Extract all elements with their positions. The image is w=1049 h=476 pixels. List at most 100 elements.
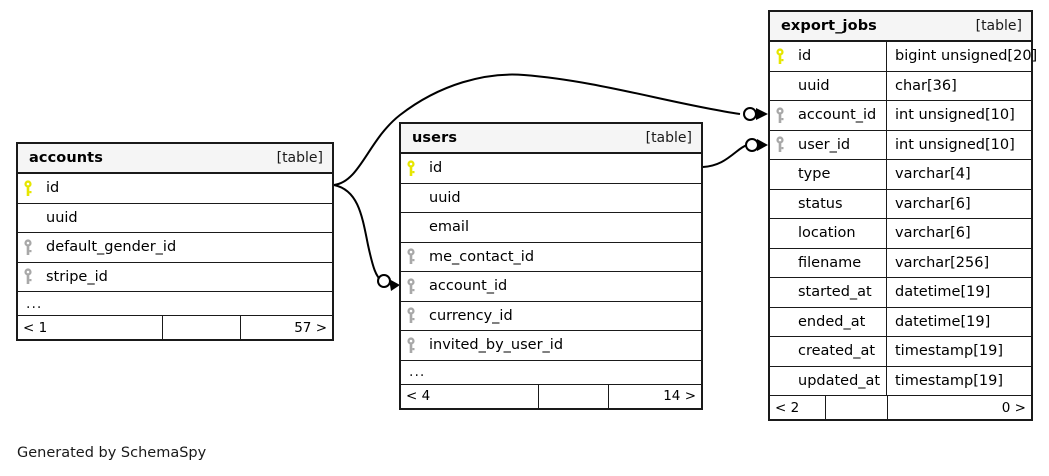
table-row[interactable]: id: [401, 154, 701, 184]
table-accounts[interactable]: accounts [table] id uuid default_gender_…: [16, 142, 334, 341]
column-name: account_id: [798, 107, 877, 124]
column-name: ended_at: [798, 313, 866, 330]
table-row[interactable]: id: [18, 174, 332, 204]
column-name: currency_id: [429, 307, 513, 324]
foreign-key-icon: [401, 272, 421, 301]
edge-endpoint-users-account-id: [377, 274, 400, 291]
outgoing-relationship-count: 57 >: [294, 319, 327, 336]
table-row[interactable]: started_at datetime[19]: [770, 278, 1031, 308]
table-row[interactable]: location varchar[6]: [770, 219, 1031, 249]
table-users-tag: [table]: [645, 130, 692, 146]
foreign-key-icon: [18, 263, 38, 292]
outgoing-relationship-count: 14 >: [663, 388, 696, 404]
footer-middle-cell: [539, 384, 609, 408]
table-users[interactable]: users [table] id uuid email: [399, 122, 703, 410]
foreign-key-icon: [770, 131, 790, 160]
no-key-spacer: [770, 367, 790, 396]
incoming-relationship-count: < 1: [18, 316, 163, 339]
table-row[interactable]: created_at timestamp[19]: [770, 337, 1031, 367]
column-name: id: [429, 160, 443, 177]
table-export-jobs-title: export_jobs: [781, 18, 877, 34]
table-row[interactable]: user_id int unsigned[10]: [770, 130, 1031, 160]
no-key-spacer: [770, 337, 790, 366]
table-row[interactable]: stripe_id: [18, 263, 332, 292]
column-name: uuid: [798, 77, 830, 94]
table-export-jobs[interactable]: export_jobs [table] id bigint unsigned[2…: [768, 10, 1037, 421]
foreign-key-icon: [401, 331, 421, 360]
no-key-spacer: [770, 160, 790, 189]
column-name: created_at: [798, 343, 876, 360]
table-export-jobs-columns: id bigint unsigned[20] uuid char[36] acc…: [770, 42, 1037, 419]
column-name: updated_at: [798, 372, 881, 389]
no-key-spacer: [770, 72, 790, 101]
column-type: varchar[6]: [886, 219, 1031, 248]
column-name: uuid: [46, 209, 78, 226]
column-name: id: [46, 180, 60, 197]
table-accounts-footer: < 1 57 >: [18, 316, 332, 339]
table-users-columns: id uuid email me_contact_id acco: [401, 154, 701, 408]
table-accounts-columns: id uuid default_gender_id stripe_id ...: [18, 174, 332, 339]
foreign-key-icon: [401, 302, 421, 331]
incoming-relationship-count: < 4: [401, 384, 539, 408]
table-accounts-header: accounts [table]: [18, 144, 332, 174]
table-export-jobs-tag: [table]: [975, 18, 1022, 34]
more-columns-indicator: ...: [401, 361, 701, 385]
no-key-spacer: [770, 249, 790, 278]
column-name: invited_by_user_id: [429, 337, 564, 354]
column-name: id: [798, 48, 812, 65]
column-name: started_at: [798, 284, 872, 301]
edge-users-to-export-jobs: [702, 144, 748, 168]
column-name: type: [798, 166, 831, 183]
table-row[interactable]: uuid: [401, 184, 701, 213]
table-row[interactable]: account_id int unsigned[10]: [770, 101, 1031, 131]
table-row[interactable]: status varchar[6]: [770, 189, 1031, 219]
more-columns-indicator: ...: [18, 292, 332, 316]
no-key-spacer: [401, 213, 421, 242]
table-row[interactable]: uuid char[36]: [770, 71, 1031, 101]
no-key-spacer: [18, 204, 38, 233]
table-row[interactable]: currency_id: [401, 302, 701, 331]
column-type: bigint unsigned[20]: [886, 42, 1037, 71]
table-row[interactable]: id bigint unsigned[20]: [770, 42, 1037, 72]
generator-caption: Generated by SchemaSpy: [17, 445, 207, 461]
table-row[interactable]: invited_by_user_id: [401, 331, 701, 361]
table-users-footer: < 4 14 >: [401, 384, 701, 408]
table-row[interactable]: filename varchar[256]: [770, 248, 1031, 278]
column-name: stripe_id: [46, 268, 108, 285]
table-row[interactable]: ended_at datetime[19]: [770, 307, 1031, 337]
column-name: email: [429, 219, 469, 236]
column-type: varchar[4]: [886, 160, 1031, 189]
table-row[interactable]: updated_at timestamp[19]: [770, 366, 1031, 396]
edge-endpoint-export-jobs-account-id: [743, 107, 768, 121]
table-row[interactable]: email: [401, 213, 701, 243]
table-row[interactable]: me_contact_id: [401, 243, 701, 272]
column-type: int unsigned[10]: [886, 130, 1031, 159]
table-row[interactable]: default_gender_id: [18, 233, 332, 263]
table-accounts-title: accounts: [29, 150, 103, 166]
primary-key-icon: [401, 154, 421, 183]
table-row[interactable]: account_id: [401, 272, 701, 302]
incoming-relationship-count: < 2: [770, 396, 826, 419]
footer-middle-cell: [826, 396, 888, 419]
table-row[interactable]: uuid: [18, 204, 332, 233]
footer-middle-cell: [163, 316, 241, 339]
column-name: uuid: [429, 189, 461, 206]
table-export-jobs-header: export_jobs [table]: [770, 12, 1031, 42]
table-users-header: users [table]: [401, 124, 701, 154]
column-name: default_gender_id: [46, 239, 177, 256]
column-type: char[36]: [886, 71, 1031, 100]
column-name: user_id: [798, 136, 851, 153]
column-type: varchar[256]: [886, 248, 1031, 277]
foreign-key-icon: [18, 233, 38, 262]
no-key-spacer: [770, 278, 790, 307]
column-name: me_contact_id: [429, 248, 535, 265]
column-name: status: [798, 195, 843, 212]
no-key-spacer: [770, 219, 790, 248]
table-users-title: users: [412, 130, 458, 146]
table-row[interactable]: type varchar[4]: [770, 160, 1031, 190]
column-name: location: [798, 225, 856, 242]
column-type: datetime[19]: [886, 307, 1031, 336]
primary-key-icon: [18, 174, 38, 203]
foreign-key-icon: [770, 101, 790, 130]
